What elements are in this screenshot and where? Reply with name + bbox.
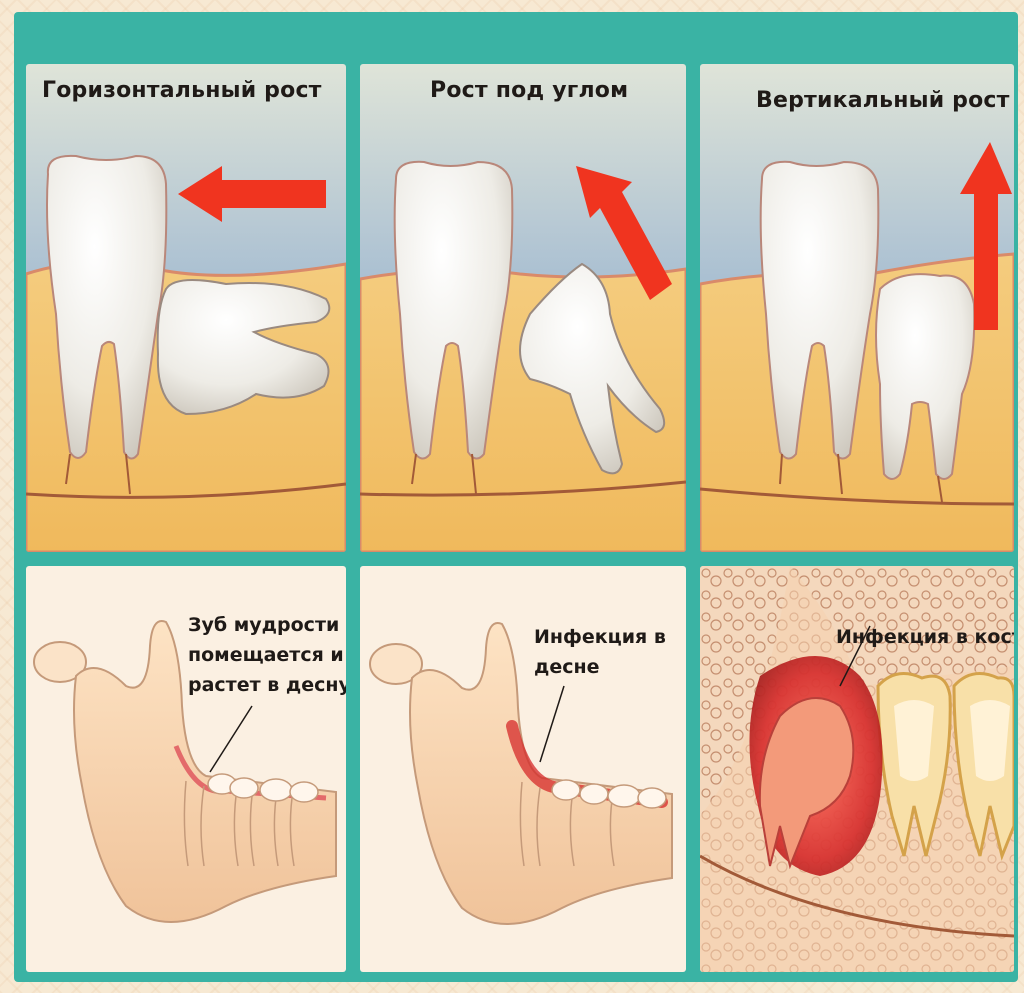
annotation: Инфекция в десне (534, 622, 666, 682)
panel-horizontal-growth: Горизонтальный рост (26, 64, 346, 552)
panel-gum-infection: Инфекция в десне (360, 566, 686, 972)
annotation: Зуб мудрости не помещается и растет в де… (188, 610, 346, 700)
annotation-line: Инфекция в (534, 622, 666, 652)
panel-jaw-gum: Зуб мудрости не помещается и растет в де… (26, 566, 346, 972)
panel-title: Рост под углом (430, 78, 628, 103)
panel-vertical-growth: Вертикальный рост (700, 64, 1014, 552)
annotation-line: десне (534, 652, 666, 682)
panel-angled-growth: Рост под углом (360, 64, 686, 552)
annotation-line: растет в десну (188, 670, 346, 700)
panel-title: Горизонтальный рост (42, 78, 322, 103)
annotation: Инфекция в кости (836, 622, 1014, 652)
annotation-line: Инфекция в кости (836, 622, 1014, 652)
annotation-line: помещается и (188, 640, 346, 670)
panel-bone-infection: Инфекция в кости (700, 566, 1014, 972)
annotation-line: Зуб мудрости не (188, 610, 346, 640)
panel-title: Вертикальный рост (756, 88, 1010, 113)
